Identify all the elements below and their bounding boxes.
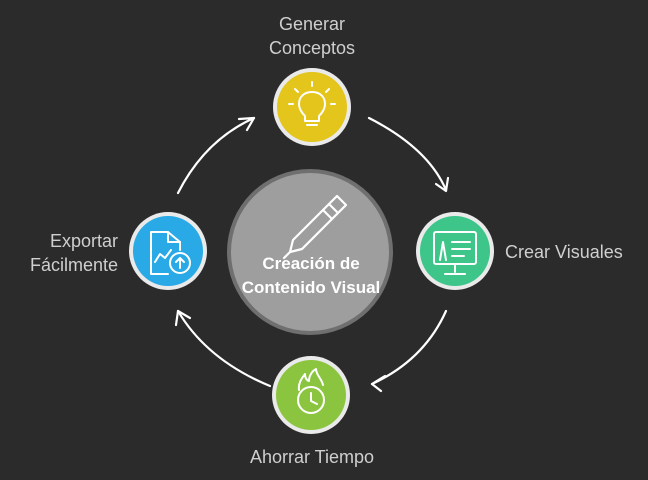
step-label-generar-conceptos: Generar Conceptos: [268, 14, 356, 58]
arrow-time-to-export: [174, 309, 272, 388]
arrow-visuals-to-time: [370, 309, 448, 393]
step-label-ahorrar-tiempo: Ahorrar Tiempo: [249, 447, 375, 467]
step-node-exportar-facilmente: [129, 212, 207, 290]
step-label-crear-visuales: Crear Visuales: [505, 242, 623, 262]
step-node-ahorrar-tiempo: [272, 356, 350, 434]
flame-clock-icon: [297, 368, 325, 414]
presentation-screen-icon: [433, 231, 477, 275]
chart-upload-icon: [150, 231, 191, 275]
step-node-generar-conceptos: [273, 68, 351, 146]
center-title: Creación de Contenido Visual: [241, 254, 381, 297]
arrow-export-to-concepts: [176, 116, 256, 195]
center-node: [227, 169, 393, 335]
step-node-crear-visuales: [416, 212, 494, 290]
pen-icon: [282, 194, 348, 260]
step-label-exportar-facilmente: Exportar Fácilmente: [29, 231, 118, 275]
arrow-concepts-to-visuals: [367, 116, 450, 193]
lightbulb-icon: [288, 81, 336, 126]
